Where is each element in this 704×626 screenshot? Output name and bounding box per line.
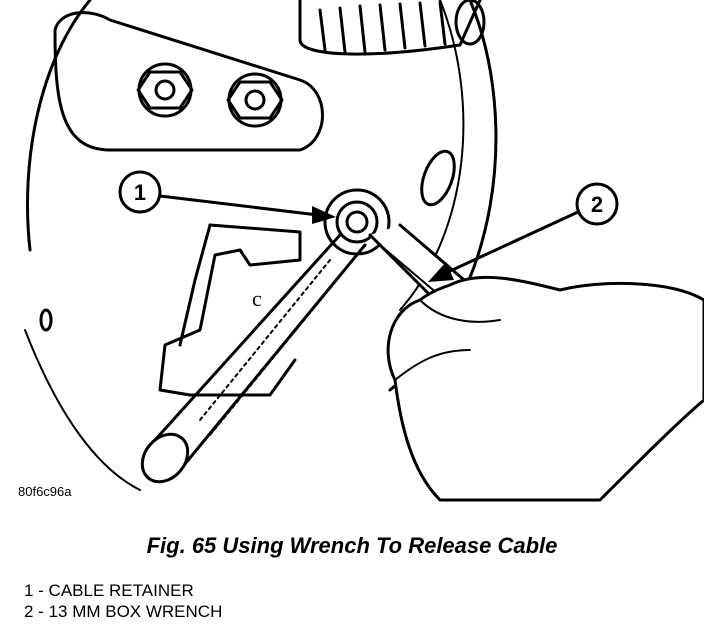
bolt-left bbox=[136, 62, 194, 118]
lever-bracket bbox=[158, 223, 302, 397]
legend-item: 1 - CABLE RETAINER bbox=[24, 581, 194, 600]
callout-2: 2 bbox=[428, 182, 619, 282]
slot bbox=[420, 149, 456, 207]
figure-caption: Fig. 65 Using Wrench To Release Cable bbox=[146, 533, 558, 558]
brake-illustration: c 1 2 bbox=[24, 0, 704, 502]
bolt-right bbox=[226, 72, 284, 128]
legend-item: 2 - 13 MM BOX WRENCH bbox=[24, 602, 223, 621]
callout-2-label: 2 bbox=[591, 192, 603, 217]
callout-1-label: 1 bbox=[134, 180, 146, 205]
callout-1: 1 bbox=[118, 170, 336, 224]
brake-cable bbox=[140, 233, 367, 484]
legend: 1 - CABLE RETAINER 2 - 13 MM BOX WRENCH bbox=[24, 580, 222, 622]
anchor-bracket bbox=[53, 11, 324, 152]
figure-code: 80f6c96a bbox=[18, 484, 72, 499]
backing-plate-outline bbox=[26, 0, 92, 252]
svg-text:c: c bbox=[252, 286, 262, 311]
spring bbox=[298, 0, 486, 56]
